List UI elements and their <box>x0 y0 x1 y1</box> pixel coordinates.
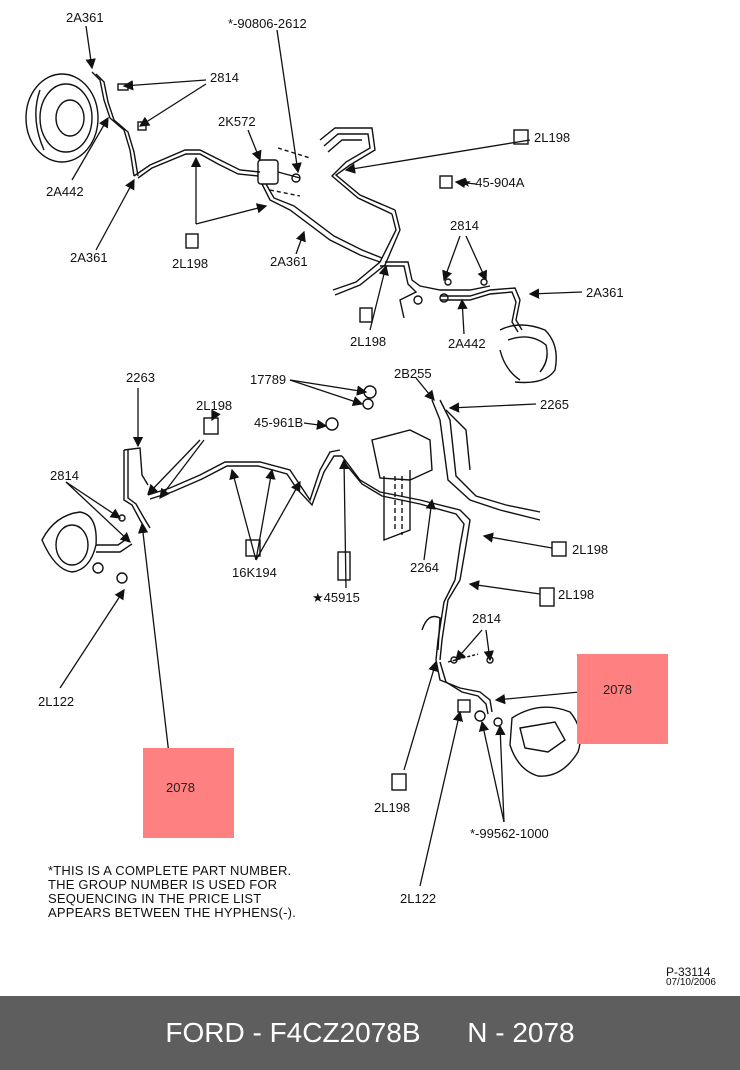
label-45915: ★45915 <box>312 590 360 605</box>
label-2814-upper-right: 2814 <box>450 218 479 233</box>
label-2l198-lower-left: 2L198 <box>196 398 232 413</box>
drawing-code: P-33114 <box>665 965 711 979</box>
drawing-reference: P-33114 07/10/2006 <box>666 966 716 988</box>
part-number-note: *THIS IS A COMPLETE PART NUMBER. THE GRO… <box>48 864 296 920</box>
label-2l198-upper-center: 2L198 <box>350 334 386 349</box>
label-2l198-bottom: 2L198 <box>374 800 410 815</box>
lower-brake-assembly <box>41 385 581 791</box>
label-2b255: 2B255 <box>394 366 432 381</box>
label-2l198-lower-right-1: 2L198 <box>572 542 608 557</box>
label-2265: 2265 <box>540 397 569 412</box>
label-2814-lower-left: 2814 <box>50 468 79 483</box>
label-2a442-left: 2A442 <box>46 184 84 199</box>
label-17789: 17789 <box>250 372 286 387</box>
label-2a361-top-left: 2A361 <box>66 10 104 25</box>
label-2l198-top-right: 2L198 <box>534 130 570 145</box>
footer-bar: FORD - F4CZ2078B N - 2078 <box>0 996 740 1070</box>
note-line-1: *THIS IS A COMPLETE PART NUMBER. <box>48 863 292 878</box>
note-line-3: SEQUENCING IN THE PRICE LIST <box>48 891 262 906</box>
label-2814-lower-right: 2814 <box>472 611 501 626</box>
label-2a361-right: 2A361 <box>586 285 624 300</box>
brake-line-diagram: 2A361 *-90806-2612 2814 2K572 2L198 2A44… <box>25 10 624 906</box>
label-45-961b: 45-961B <box>254 415 303 430</box>
label-2l198-lower-right-2: 2L198 <box>558 587 594 602</box>
footer-part-number: FORD - F4CZ2078B <box>165 1017 421 1048</box>
label-16k194: 16K194 <box>232 565 277 580</box>
drawing-date: 07/10/2006 <box>665 977 716 988</box>
footer-n-number: N - 2078 <box>467 1017 575 1048</box>
label-2078-left: 2078 <box>166 780 195 795</box>
label-2078-right: 2078 <box>603 682 632 697</box>
part-labels: 2A361 *-90806-2612 2814 2K572 2L198 2A44… <box>38 10 624 906</box>
label-2814-top: 2814 <box>210 70 239 85</box>
label-2l122-left: 2L122 <box>38 694 74 709</box>
label-2a361-left: 2A361 <box>70 250 108 265</box>
leader-lines <box>59 25 601 887</box>
upper-brake-assembly <box>25 71 557 384</box>
note-line-2: THE GROUP NUMBER IS USED FOR <box>48 877 278 892</box>
label-45-904a: ★ 45-904A <box>460 175 525 190</box>
highlight-2078-right <box>577 654 668 744</box>
label-2a442-right: 2A442 <box>448 336 486 351</box>
label-99562-1000: *-99562-1000 <box>470 826 549 841</box>
label-2k572: 2K572 <box>218 114 256 129</box>
footer-spacer <box>421 1017 468 1049</box>
label-2264: 2264 <box>410 560 439 575</box>
note-line-4: APPEARS BETWEEN THE HYPHENS(-). <box>48 905 296 920</box>
highlight-2078-left <box>143 748 234 838</box>
label-2l122-bottom: 2L122 <box>400 891 436 906</box>
label-90806-2612: *-90806-2612 <box>228 16 307 31</box>
label-2263: 2263 <box>126 370 155 385</box>
label-2l198-upper-left: 2L198 <box>172 256 208 271</box>
label-2a361-center: 2A361 <box>270 254 308 269</box>
